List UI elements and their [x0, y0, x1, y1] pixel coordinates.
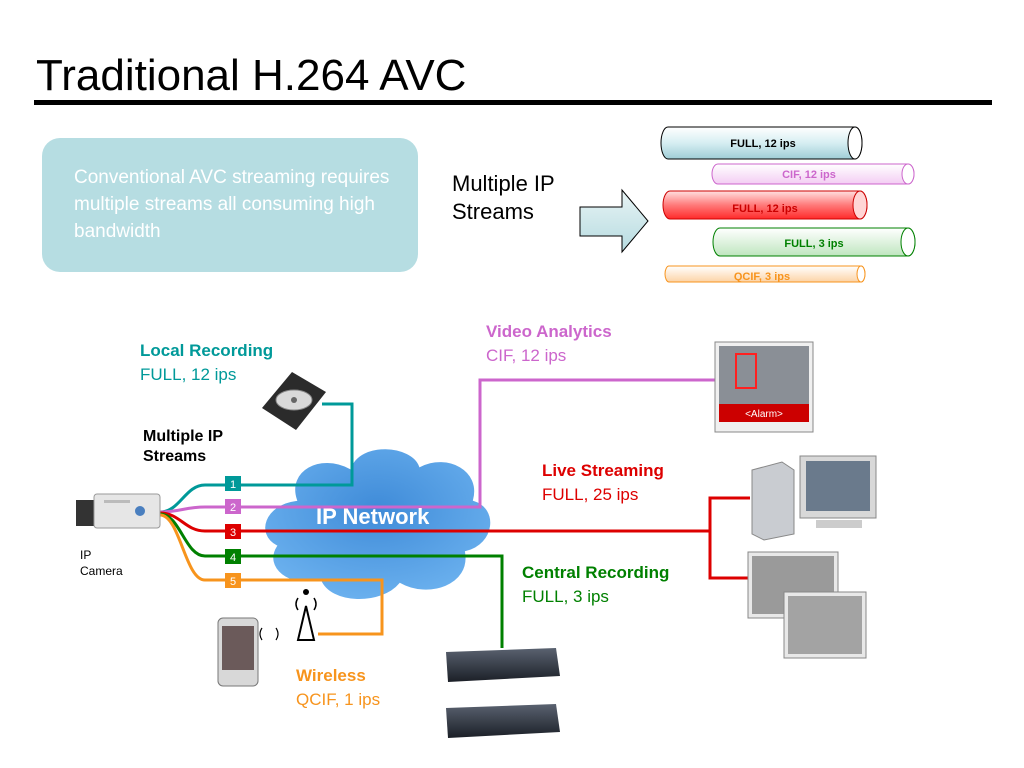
central-recording-label: Central Recording FULL, 3 ips — [522, 561, 669, 609]
callout-box — [42, 138, 418, 272]
stream-line-5 — [159, 513, 384, 636]
stream-pipe-5-label: QCIF, 3 ips — [734, 271, 790, 283]
wireless-title: Wireless — [296, 666, 366, 685]
stream-pipe-1: FULL, 12 ips — [660, 126, 863, 160]
local-recording-title: Local Recording — [140, 341, 274, 360]
video-analytics-monitor-icon: <Alarm> — [714, 341, 814, 433]
video-analytics-detail: CIF, 12 ips — [486, 346, 567, 365]
right-arrow-icon — [579, 188, 649, 254]
svg-text:3: 3 — [230, 527, 236, 539]
stream-pipe-2-label: CIF, 12 ips — [782, 169, 836, 181]
parking-camera-views-icon — [747, 551, 867, 659]
hard-disk-icon — [262, 372, 326, 430]
svg-text:4: 4 — [230, 552, 236, 564]
stream-line-2 — [159, 378, 715, 514]
title-underline — [34, 100, 992, 105]
slide-title: Traditional H.264 AVC — [36, 51, 467, 100]
callout-text: Conventional AVC streaming requires mult… — [74, 167, 390, 242]
svg-text:1: 1 — [230, 479, 236, 491]
stream-pipe-3-label: FULL, 12 ips — [732, 203, 797, 215]
camera-streams-label: Multiple IP Streams — [143, 428, 223, 465]
live-streaming-label: Live Streaming FULL, 25 ips — [542, 459, 664, 507]
live-streaming-title: Live Streaming — [542, 461, 664, 480]
stream-number-1: 1 — [225, 476, 241, 491]
ip-camera-icon — [76, 493, 161, 529]
stream-line-1 — [159, 402, 354, 514]
video-analytics-title: Video Analytics — [486, 322, 612, 341]
stream-pipe-2: CIF, 12 ips — [711, 163, 915, 185]
workstation-icon — [751, 455, 877, 541]
stream-pipe-1-label: FULL, 12 ips — [730, 138, 795, 150]
stream-number-5: 5 — [225, 573, 241, 588]
stream-number-3: 3 — [225, 524, 241, 539]
stream-pipe-4-label: FULL, 3 ips — [784, 238, 843, 250]
multiple-streams-label: Multiple IP Streams — [452, 171, 555, 224]
stream-number-4: 4 — [225, 549, 241, 564]
video-analytics-label: Video Analytics CIF, 12 ips — [486, 320, 612, 368]
stream-pipe-3: FULL, 12 ips — [662, 190, 868, 220]
wireless-label: Wireless QCIF, 1 ips — [296, 664, 380, 712]
stream-pipe-4: FULL, 3 ips — [712, 227, 916, 257]
svg-text:5: 5 — [230, 576, 236, 588]
local-recording-label: Local Recording FULL, 12 ips — [140, 339, 273, 387]
ip-network-label: IP Network — [316, 504, 430, 529]
wireless-antenna-icon — [295, 589, 317, 641]
local-recording-detail: FULL, 12 ips — [140, 365, 237, 384]
central-recording-detail: FULL, 3 ips — [522, 587, 609, 606]
wireless-detail: QCIF, 1 ips — [296, 690, 381, 709]
pda-icon — [217, 617, 279, 687]
server-rack-icon — [446, 648, 560, 738]
central-recording-title: Central Recording — [522, 563, 670, 582]
stream-line-3 — [159, 496, 750, 580]
stream-pipe-5: QCIF, 3 ips — [664, 265, 866, 283]
alarm-text: <Alarm> — [745, 409, 783, 420]
stream-number-2: 2 — [225, 499, 241, 514]
ip-camera-label: IP Camera — [80, 548, 123, 578]
live-streaming-detail: FULL, 25 ips — [542, 485, 639, 504]
svg-text:2: 2 — [230, 502, 236, 514]
